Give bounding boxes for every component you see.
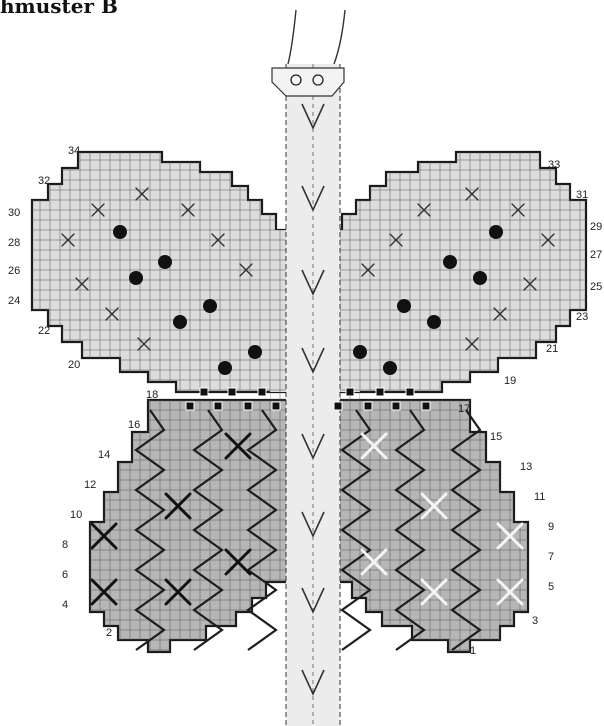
filled-square [214, 402, 222, 410]
filled-square [376, 388, 384, 396]
filled-dot [427, 315, 441, 329]
row-label: 29 [590, 221, 602, 233]
filled-dot [489, 225, 503, 239]
row-label: 18 [146, 389, 158, 401]
filled-dot [397, 299, 411, 313]
row-label: 27 [590, 249, 602, 261]
filled-dot [473, 271, 487, 285]
row-label: 23 [576, 311, 588, 323]
filled-dot [443, 255, 457, 269]
filled-square [272, 402, 280, 410]
head-shape [272, 68, 344, 96]
row-label: 1 [470, 645, 476, 657]
filled-dot [218, 361, 232, 375]
filled-square [406, 388, 414, 396]
row-label: 21 [546, 343, 558, 355]
row-label: 4 [62, 599, 68, 611]
filled-dot [113, 225, 127, 239]
row-label: 14 [98, 449, 110, 461]
row-label: 15 [490, 431, 502, 443]
row-label: 8 [62, 539, 68, 551]
filled-square [364, 402, 372, 410]
row-label: 12 [84, 479, 96, 491]
filled-square [422, 402, 430, 410]
row-label: 22 [38, 325, 50, 337]
row-label: 28 [8, 237, 20, 249]
filled-dot [203, 299, 217, 313]
row-label: 2 [106, 627, 112, 639]
row-label: 3 [532, 615, 538, 627]
filled-dot [383, 361, 397, 375]
filled-square [244, 402, 252, 410]
filled-dot [248, 345, 262, 359]
filled-dot [129, 271, 143, 285]
row-label: 19 [504, 375, 516, 387]
row-label: 13 [520, 461, 532, 473]
row-label: 9 [548, 521, 554, 533]
filled-square [228, 388, 236, 396]
row-label: 30 [8, 207, 20, 219]
row-label: 25 [590, 281, 602, 293]
filled-square [392, 402, 400, 410]
row-label: 5 [548, 581, 554, 593]
antennae [288, 10, 345, 64]
filled-dot [158, 255, 172, 269]
row-label: 33 [548, 159, 560, 171]
filled-square [346, 388, 354, 396]
row-label: 20 [68, 359, 80, 371]
filled-square [186, 402, 194, 410]
filled-square [200, 388, 208, 396]
row-label: 16 [128, 419, 140, 431]
row-label: 31 [576, 189, 588, 201]
filled-square [334, 402, 342, 410]
row-label: 24 [8, 295, 20, 307]
row-label: 11 [534, 491, 545, 503]
row-label: 32 [38, 175, 50, 187]
row-label: 7 [548, 551, 554, 563]
row-label: 26 [8, 265, 20, 277]
filled-dot [173, 315, 187, 329]
row-label: 10 [70, 509, 82, 521]
row-label: 17 [458, 403, 470, 415]
row-label: 34 [68, 145, 80, 157]
filled-dot [353, 345, 367, 359]
filled-square [258, 388, 266, 396]
row-label: 6 [62, 569, 68, 581]
